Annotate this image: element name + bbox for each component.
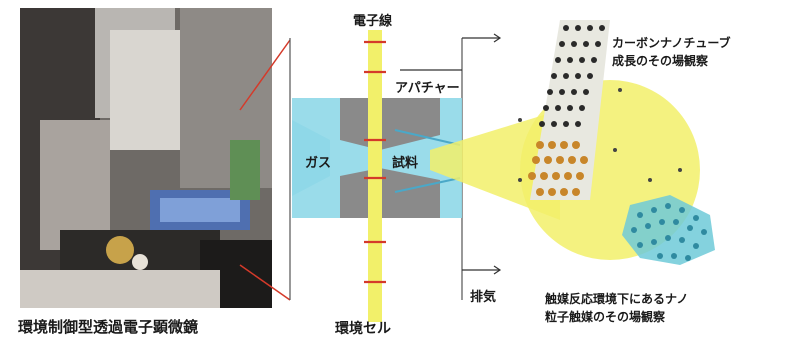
- electron-beam-column: [368, 30, 382, 322]
- sample-label: 試料: [392, 156, 419, 171]
- electron-beam-label: 電子線: [353, 14, 393, 29]
- carbon-nanotube: [528, 20, 610, 200]
- microscope-caption: 環境制御型透過電子顕微鏡: [18, 318, 199, 336]
- gas-label: ガス: [305, 156, 332, 171]
- aperture-label: アパチャー: [395, 81, 460, 96]
- catalyst-caption-line1: 触媒反応環境下にあるナノ: [545, 292, 689, 306]
- cnt-caption-line2: 成長のその場観察: [612, 54, 709, 68]
- env-cell-label: 環境セル: [335, 321, 391, 337]
- upper-window: [340, 98, 440, 150]
- catalyst-nanoparticle: [622, 195, 715, 265]
- exhaust-label: 排気: [470, 290, 497, 305]
- lower-window: [340, 168, 440, 218]
- catalyst-caption-line2: 粒子触媒のその場観察: [545, 310, 666, 324]
- cnt-caption-line1: カーボンナノチューブ: [612, 36, 731, 50]
